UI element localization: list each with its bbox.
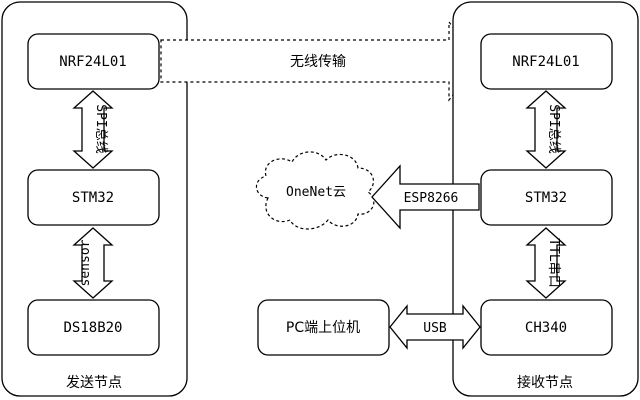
receiver-node-title: 接收节点 xyxy=(517,374,573,391)
receiver-ch340-box xyxy=(480,299,613,356)
receiver-stm32-box xyxy=(480,169,613,226)
pc-host-box xyxy=(257,299,390,356)
esp8266-arrow xyxy=(371,164,480,230)
usb-link: USB xyxy=(389,304,481,350)
sender-spi-label: SPI总线 xyxy=(93,104,108,153)
usb-label: USB xyxy=(423,321,447,336)
cloud-label: OneNet云 xyxy=(286,185,346,200)
sender-ds18b20-label: DS18B20 xyxy=(63,320,122,336)
sender-sensor-label: sensor xyxy=(78,239,93,286)
receiver-spi-label: SPI总线 xyxy=(546,104,561,153)
receiver-ttl-label: TTL串口 xyxy=(546,238,561,287)
wireless-label: 无线传输 xyxy=(290,54,346,70)
pc-host-label: PC端上位机 xyxy=(286,320,360,336)
sender-nrf-box xyxy=(27,33,160,90)
receiver-nrf-label: NRF24L01 xyxy=(512,54,579,70)
sender-stm32-box xyxy=(27,169,160,226)
cloud-icon xyxy=(255,151,375,230)
wireless-link: 无线传输 xyxy=(160,20,480,102)
usb-arrow xyxy=(389,304,481,350)
sender-sensor-arrow xyxy=(72,227,114,299)
receiver-stm32-label: STM32 xyxy=(525,190,567,206)
receiver-spi-arrow xyxy=(525,90,567,169)
sender-node-title: 发送节点 xyxy=(66,375,122,391)
sender-ds18b20-box xyxy=(27,299,160,356)
pc-host: PC端上位机 xyxy=(257,299,390,356)
esp8266-label: ESP8266 xyxy=(404,191,459,206)
sender-spi-arrow xyxy=(72,90,114,169)
onenet-cloud: OneNet云 xyxy=(255,151,375,230)
receiver-ttl-arrow xyxy=(525,227,567,299)
receiver-node: 接收节点 NRF24L01 STM32 CH340 SPI总线 TTL串口 xyxy=(452,1,639,397)
sender-node: 发送节点 NRF24L01 STM32 DS18B20 SPI总线 sensor xyxy=(1,1,188,397)
receiver-ch340-label: CH340 xyxy=(525,320,567,336)
esp8266-link: ESP8266 xyxy=(371,164,480,230)
receiver-nrf-box xyxy=(480,33,613,90)
sender-nrf-label: NRF24L01 xyxy=(59,54,126,70)
sender-stm32-label: STM32 xyxy=(72,190,114,206)
